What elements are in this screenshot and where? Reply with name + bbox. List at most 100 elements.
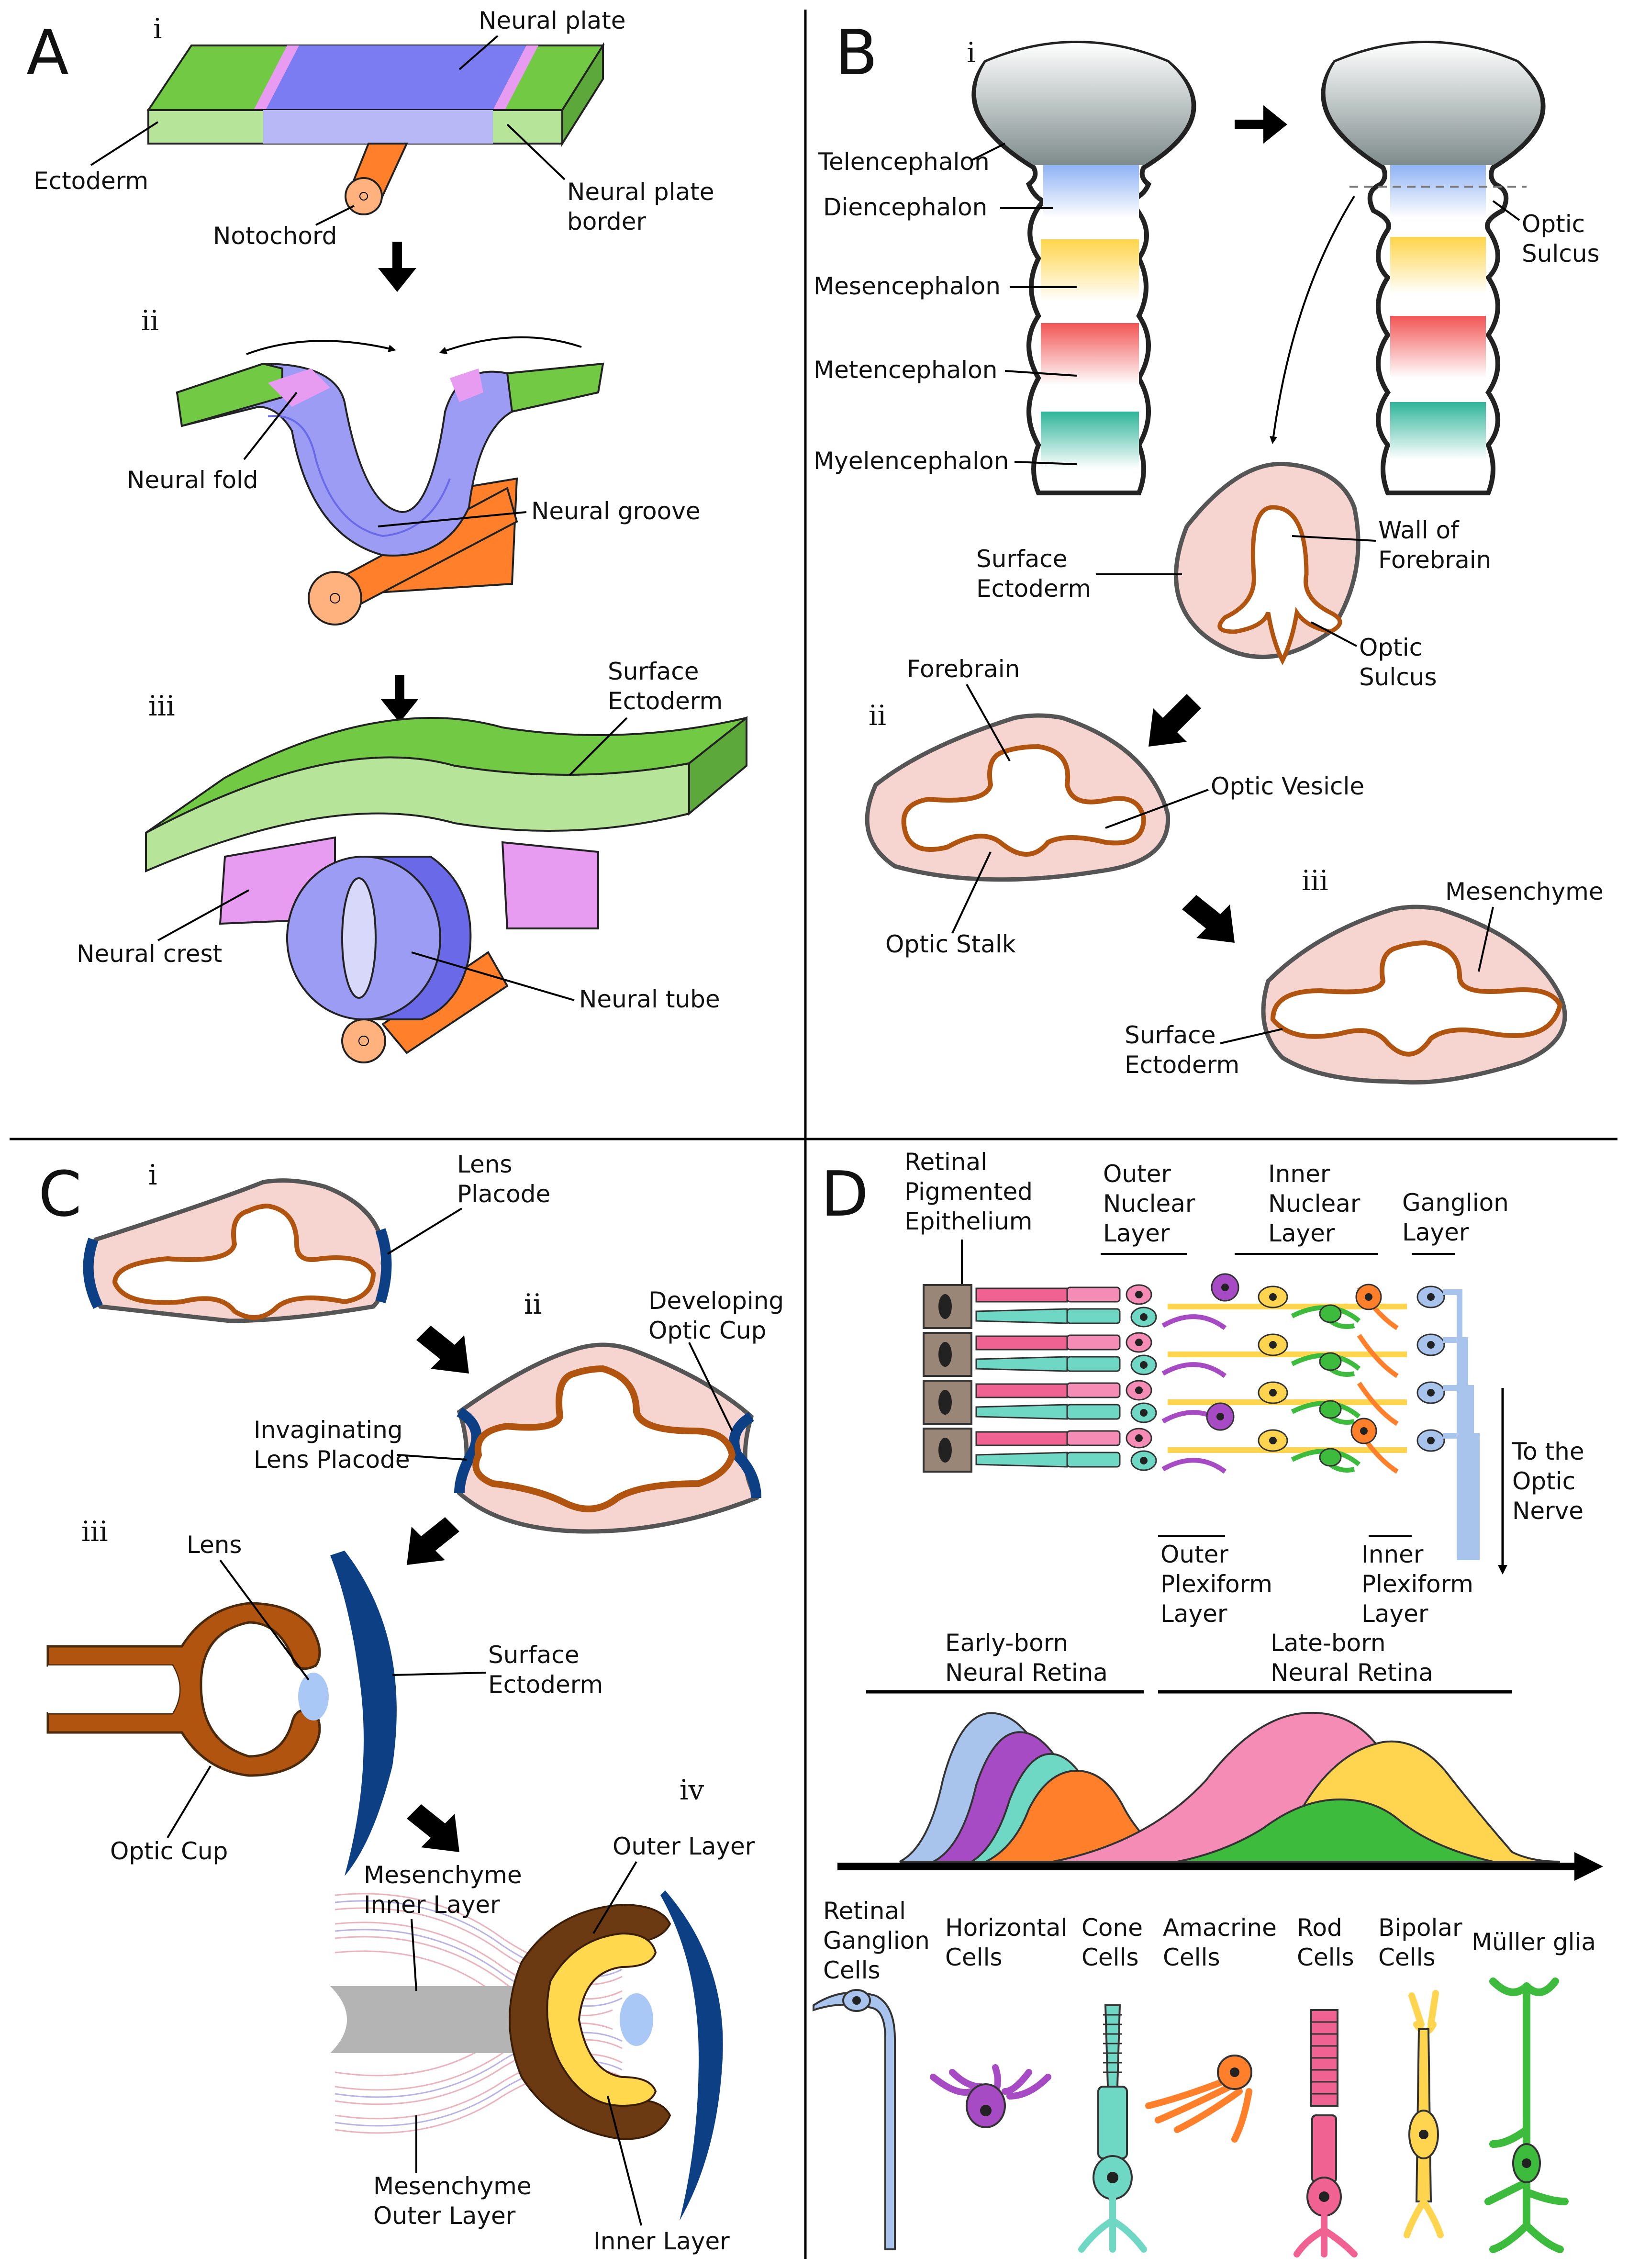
label-neural-tube: Neural tube — [579, 985, 720, 1013]
curved-arrow-b — [1270, 195, 1355, 444]
muller-soma — [1319, 1304, 1342, 1323]
label-cell-bipolar-2: Cells — [1378, 1944, 1436, 1971]
muller-soma — [1319, 1352, 1342, 1371]
arrow-diag-c2 — [407, 1517, 459, 1565]
cone-inner-segment — [1066, 1452, 1121, 1468]
leader-optic-sulcus-mid — [1311, 621, 1357, 647]
leader-surface-ectoderm-b2 — [1220, 1028, 1283, 1044]
rod-inner-segment — [1066, 1286, 1121, 1303]
label-ipl-2: Plexiform — [1361, 1570, 1473, 1598]
label-surface-ectoderm-b2-2: Ectoderm — [1125, 1051, 1239, 1079]
label-cell-rgc-2: Ganglion — [823, 1927, 930, 1955]
leader-telencephalon — [971, 143, 1005, 161]
cone-outer-segment — [975, 1404, 1068, 1420]
arrow-diag-b1 — [1149, 694, 1201, 747]
label-neural-plate-border-1: Neural plate — [567, 178, 714, 206]
label-cell-rod-2: Cells — [1297, 1944, 1354, 1971]
label-late-born-2: Neural Retina — [1271, 1659, 1433, 1687]
bipolar-nucleus — [1269, 1389, 1277, 1397]
cell-type-labels: Retinal Ganglion Cells Horizontal Cells … — [823, 1897, 1596, 1984]
ganglion-axon — [1443, 1289, 1462, 1560]
muller-soma — [1319, 1448, 1342, 1467]
label-optic-cup: Optic Cup — [110, 1837, 228, 1865]
ganglion-nucleus — [1427, 1389, 1435, 1397]
label-opl-2: Plexiform — [1160, 1570, 1272, 1598]
ganglion-axon — [1443, 1385, 1474, 1560]
panel-c-step-iv: iv — [680, 1774, 704, 1806]
neural-plate-slab — [146, 42, 605, 147]
rod-outer-segment — [975, 1335, 1068, 1351]
curved-arrow-right — [439, 336, 582, 354]
label-neural-plate-border-2: border — [567, 208, 647, 235]
panel-d: D Retinal Pigmented Epithelium Outer Nuc… — [813, 1148, 1603, 2257]
panel-c-letter: C — [38, 1158, 82, 1230]
rpe-cell — [923, 1332, 972, 1377]
amacrine-nucleus — [1365, 1293, 1372, 1301]
rod-inner-segment — [1066, 1382, 1121, 1398]
label-onl-2: Nuclear — [1103, 1190, 1195, 1218]
neural-fold-u — [176, 362, 604, 626]
label-surface-ectoderm-c-1: Surface — [488, 1641, 579, 1669]
inl-label: Inner Nuclear Layer — [1235, 1160, 1378, 1255]
optic-nerve-label: To the Optic Nerve — [1498, 1388, 1584, 1575]
panel-c-step-ii: ii — [524, 1288, 542, 1320]
label-neural-crest: Neural crest — [77, 940, 222, 968]
leader-optic-sulcus-top — [1492, 200, 1520, 221]
label-neural-groove: Neural groove — [531, 497, 701, 525]
cone-inner-segment — [1066, 1356, 1121, 1372]
label-diencephalon: Diencephalon — [823, 193, 987, 221]
cone-outer-segment — [975, 1356, 1068, 1372]
label-cell-horizontal-2: Cells — [945, 1944, 1003, 1971]
brain-tube-2 — [1321, 41, 1546, 495]
label-surface-ectoderm-a-1: Surface — [608, 658, 699, 685]
label-surface-ectoderm-b1-2: Ectoderm — [976, 575, 1091, 603]
leader-neural-tube — [411, 951, 575, 1001]
rod-inner-segment — [1066, 1334, 1121, 1351]
mesenchyme-section — [1261, 905, 1567, 1085]
panel-a-step-iii: iii — [148, 690, 175, 722]
rod-nucleus — [1135, 1339, 1143, 1346]
label-inner-layer: Inner Layer — [593, 2227, 730, 2255]
optic-cup-section — [46, 1551, 397, 1876]
panel-c-step-iii: iii — [81, 1515, 108, 1548]
rod-nucleus — [1135, 1291, 1143, 1298]
horizontal-process — [1161, 1362, 1227, 1378]
label-optic-stalk: Optic Stalk — [885, 930, 1016, 958]
rod-outer-segment — [975, 1287, 1068, 1303]
cone-outer-segment — [975, 1308, 1068, 1324]
leader-outer-layer — [592, 1861, 637, 1934]
label-surface-ectoderm-c-2: Ectoderm — [488, 1671, 603, 1698]
label-mesencephalon: Mesencephalon — [814, 272, 1001, 300]
leader-ectoderm — [90, 121, 159, 166]
cell-icons — [813, 1978, 1569, 2257]
rod-outer-segment — [975, 1431, 1068, 1446]
label-optic-sulcus-mid-1: Optic — [1359, 634, 1422, 661]
bipolar-nucleus — [1269, 1437, 1277, 1444]
retinal-ganglion-cell-icon — [813, 1989, 896, 2250]
label-rpe-3: Epithelium — [904, 1207, 1032, 1235]
leader-wall-of-forebrain — [1292, 535, 1376, 542]
leader-neural-crest — [157, 889, 249, 941]
cone-nucleus — [1140, 1457, 1148, 1464]
panel-c: C i Lens Placode ii Developing Optic Cup… — [38, 1151, 784, 2255]
arrow-down-a1 — [378, 242, 416, 292]
label-optic-nerve-1: To the — [1512, 1438, 1584, 1465]
label-onl-3: Layer — [1103, 1219, 1170, 1247]
rod-nucleus — [1135, 1386, 1143, 1394]
label-invaginating-lens-placode-2: Lens Placode — [254, 1446, 410, 1474]
arrow-down-a2 — [380, 675, 419, 723]
birth-order-header: Early-born Neural Retina Late-born Neura… — [866, 1629, 1512, 1694]
label-mesenchyme-inner-layer-1: Mesenchyme — [364, 1861, 522, 1889]
label-developing-optic-cup-2: Optic Cup — [648, 1317, 766, 1344]
horizontal-process — [1161, 1314, 1227, 1330]
leader-optic-cup — [167, 1765, 212, 1839]
curve-muller-glia — [1177, 1798, 1494, 1863]
panel-d-letter: D — [821, 1158, 869, 1230]
panel-b-letter: B — [835, 16, 878, 89]
label-outer-layer: Outer Layer — [613, 1832, 755, 1860]
label-early-born-1: Early-born — [945, 1629, 1068, 1657]
label-mesenchyme-outer-layer-1: Mesenchyme — [373, 2172, 532, 2200]
label-optic-sulcus-top-2: Sulcus — [1522, 240, 1600, 268]
label-wall-of-forebrain-2: Forebrain — [1378, 546, 1491, 574]
